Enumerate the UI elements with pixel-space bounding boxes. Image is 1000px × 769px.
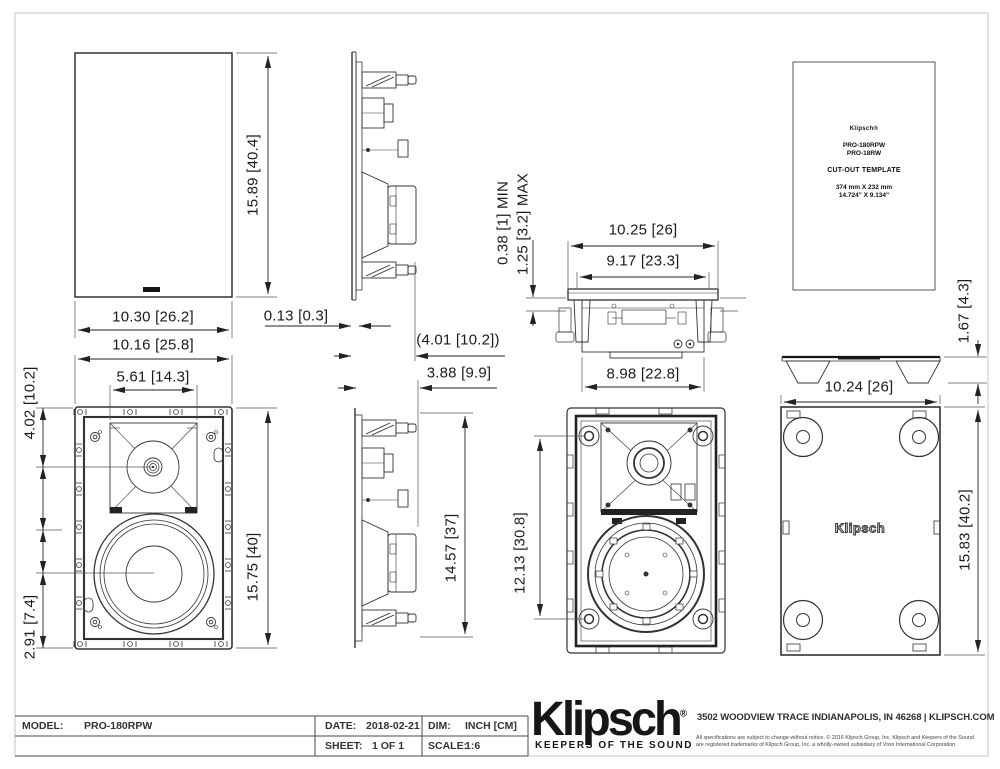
title-block-sheet-label: SHEET: xyxy=(325,740,363,752)
clamp-screw xyxy=(90,617,102,629)
cutout-template-view xyxy=(792,61,936,291)
title-block-scale-value: 1:6 xyxy=(465,740,481,752)
legal-fine-print: All specifications are subject to change… xyxy=(696,735,974,749)
dim-top-cutout-width: 9.17 [23.3] xyxy=(606,252,680,270)
tweeter xyxy=(109,422,198,514)
title-block-date-label: DATE: xyxy=(325,720,357,732)
binding-post xyxy=(673,339,683,349)
dim-wall-max: 1.25 [3.2] MAX xyxy=(514,172,532,276)
dim-tweeter-width: 5.61 [14.3] xyxy=(116,368,190,386)
woofer xyxy=(93,513,215,635)
dim-tweeter-offset: 4.02 [10.2] xyxy=(21,366,39,440)
template-model-2: PRO-18RW xyxy=(846,150,882,157)
dim-back-height: 15.83 [40.2] xyxy=(956,489,974,571)
dim-top-body-width: 8.98 [22.8] xyxy=(606,365,680,383)
grille-back-view xyxy=(780,406,941,656)
title-block-date-value: 2018-02-21 xyxy=(366,720,420,732)
binding-post xyxy=(685,339,695,349)
clamp-screw xyxy=(206,430,218,442)
woofer-rear xyxy=(587,515,705,633)
title-block-model-value: PRO-180RPW xyxy=(84,720,153,732)
cutout-template-card: Klipsch® PRO-180RPW PRO-18RW CUT-OUT TEM… xyxy=(793,126,935,199)
grille-magnet xyxy=(782,599,824,641)
dim-top-overall-width: 10.25 [26] xyxy=(608,221,678,239)
title-block-scale-label: SCALE: xyxy=(428,740,468,752)
dim-front-width: 10.16 [25.8] xyxy=(112,336,194,354)
top-view xyxy=(555,288,727,359)
grille-front-view xyxy=(74,52,233,298)
company-address: 3502 WOODVIEW TRACE INDIANAPOLIS, IN 462… xyxy=(697,712,995,723)
dimension-lines xyxy=(36,52,987,656)
template-saddle-view xyxy=(781,355,941,384)
template-title: CUT-OUT TEMPLATE xyxy=(827,167,901,174)
dim-front-height: 15.75 [40] xyxy=(244,532,262,602)
grille-logo-mark xyxy=(143,287,160,292)
grille-magnet xyxy=(898,416,940,458)
dim-side-body-height: 14.57 [37] xyxy=(442,513,460,583)
dim-mounting-depth: 3.88 [9.9] xyxy=(426,364,492,382)
grille-magnet xyxy=(782,416,824,458)
back-view-klipsch-logo: Klipsch xyxy=(834,520,886,536)
tweeter-rear xyxy=(600,422,698,524)
dim-template-saddle-depth: 1.67 [4.3] xyxy=(955,278,973,344)
registered-mark: ® xyxy=(679,708,688,720)
dim-back-width: 10.24 [26] xyxy=(824,378,894,396)
dim-grille-width: 10.30 [26.2] xyxy=(112,308,194,326)
title-block-model-label: MODEL: xyxy=(22,720,64,732)
rear-view xyxy=(566,407,726,654)
front-view-no-grille xyxy=(73,406,233,650)
dim-woofer-offset: 2.91 [7.4] xyxy=(21,594,39,660)
title-block-dim-label: DIM: xyxy=(428,720,451,732)
dim-grille-thickness: 0.13 [0.3] xyxy=(263,307,329,325)
side-view-with-grille xyxy=(351,51,417,301)
dim-overall-depth: (4.01 [10.2]) xyxy=(416,331,500,349)
title-block-sheet-value: 1 OF 1 xyxy=(372,740,405,752)
template-brand: Klipsch® xyxy=(849,126,879,132)
klipsch-tagline: KEEPERS OF THE SOUND xyxy=(535,740,694,751)
clamp-screw xyxy=(206,617,218,629)
template-model-1: PRO-180RPW xyxy=(842,142,886,149)
dim-grille-height: 15.89 [40.4] xyxy=(244,134,262,216)
klipsch-logo-text: Klipsch xyxy=(531,690,683,745)
clamp-markers xyxy=(73,409,231,647)
side-view-no-grille xyxy=(354,408,417,648)
dim-clamp-spacing: 12.13 [30.8] xyxy=(511,512,529,594)
klipsch-logo: Klipsch® xyxy=(531,694,687,742)
clamp-screw xyxy=(90,430,102,442)
title-block-lines xyxy=(15,715,529,757)
grille-magnet xyxy=(898,599,940,641)
template-size-mm: 374 mm X 232 mm xyxy=(835,184,893,191)
dim-wall-min: 0.38 [1] MIN xyxy=(494,180,512,266)
clamp-screw-rear xyxy=(578,425,714,630)
title-block-dim-value: INCH [CM] xyxy=(465,720,517,732)
template-size-in: 14.724" X 9.134" xyxy=(838,192,890,199)
